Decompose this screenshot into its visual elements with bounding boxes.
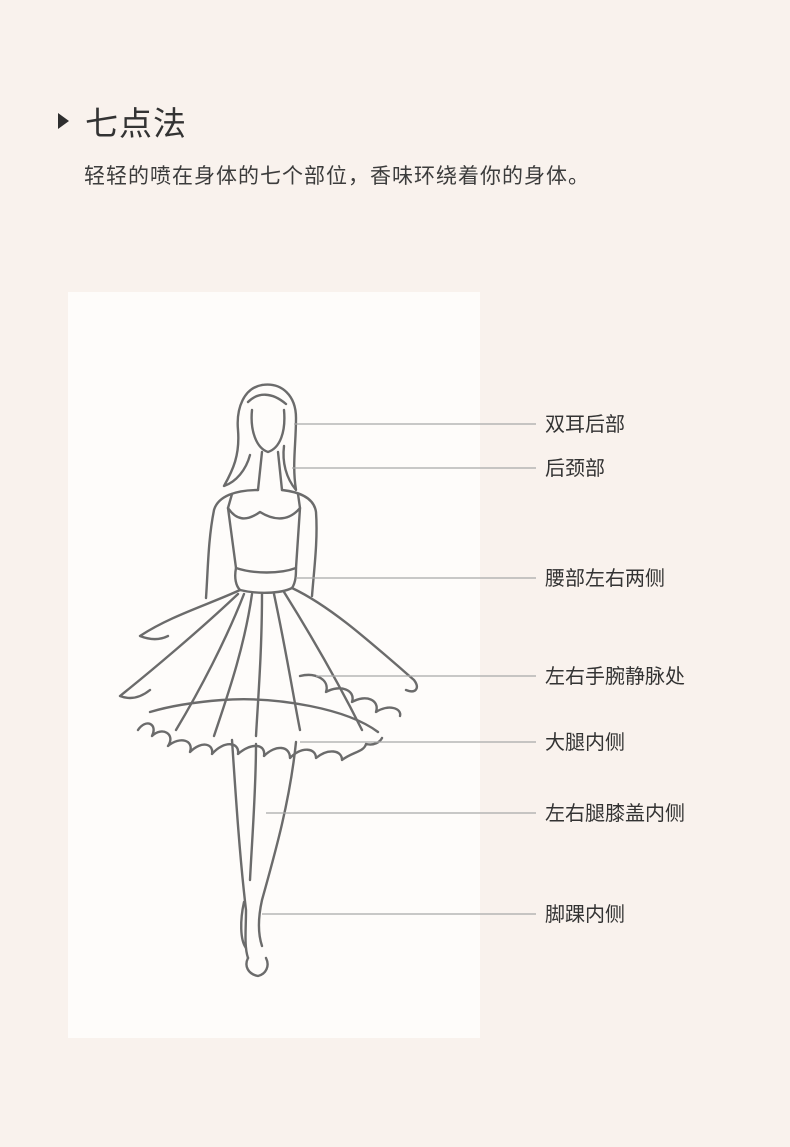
section-header: 七点法 [58, 96, 187, 146]
left-shoulder-arm [204, 488, 260, 600]
label-back-of-neck: 后颈部 [545, 456, 605, 480]
left-leg [230, 738, 250, 960]
hair-outline [222, 383, 264, 488]
bodice [226, 506, 302, 574]
skirt-fold-1 [174, 592, 246, 732]
skirt-ruffle-top [298, 673, 402, 718]
skirt-left-edge [138, 588, 242, 641]
waistband [234, 566, 298, 594]
skirt-fold-2 [212, 592, 254, 738]
label-inner-knees: 左右腿膝盖内侧 [545, 801, 685, 825]
play-triangle-icon [58, 113, 69, 129]
skirt-fold-5 [282, 590, 364, 732]
label-wrists: 左右手腕静脉处 [545, 664, 685, 688]
section-description: 轻轻的喷在身体的七个部位，香味环绕着你的身体。 [84, 164, 590, 188]
skirt-hem-inner [148, 698, 380, 734]
label-behind-ears: 双耳后部 [545, 412, 625, 436]
inner-leg [248, 742, 258, 882]
hair-fringe [246, 393, 288, 406]
bodice-straps [226, 492, 302, 510]
label-waist-sides: 腰部左右两侧 [545, 566, 665, 590]
right-foot [240, 900, 248, 950]
pointer-lines [262, 423, 536, 915]
skirt-right-edge [290, 586, 418, 693]
right-leg [257, 740, 298, 948]
section-title: 七点法 [85, 104, 187, 143]
skirt-fold-3 [254, 592, 264, 738]
neck [256, 450, 284, 492]
label-inner-thigh: 大腿内侧 [545, 730, 625, 754]
left-foot [245, 956, 269, 978]
skirt-fold-4 [272, 592, 302, 732]
face-outline [250, 408, 286, 454]
skirt-left-lower [118, 592, 240, 700]
label-inner-ankle: 脚踝内侧 [545, 902, 625, 926]
hair-outline-right [260, 383, 298, 492]
